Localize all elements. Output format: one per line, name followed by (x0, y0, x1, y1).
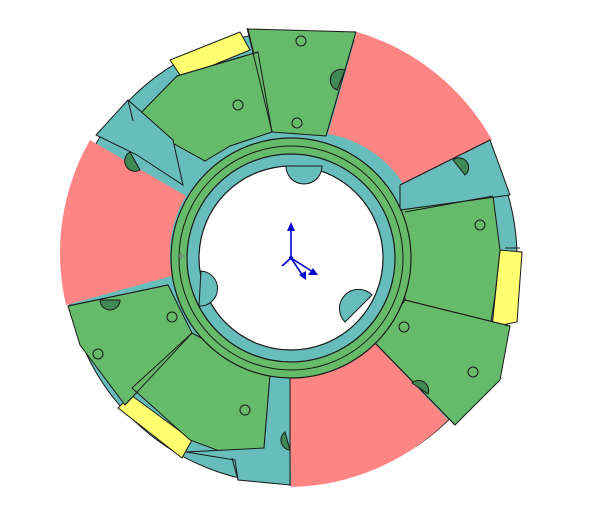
edge-notches (99, 68, 470, 451)
bolt-hole (291, 117, 303, 129)
origin-marker-icon (177, 252, 185, 260)
bolt-hole (295, 35, 307, 47)
bolt-hole (467, 366, 479, 378)
red-sector-top-right[interactable] (328, 32, 492, 185)
bore-keyway-left[interactable] (198, 270, 218, 307)
bolt-hole (92, 348, 104, 360)
segment-boundaries (67, 27, 520, 486)
red-sector-bottom[interactable] (290, 343, 448, 487)
bore-keyway-top[interactable] (285, 165, 323, 185)
bolt-hole (398, 321, 410, 333)
bolt-hole (166, 311, 178, 323)
hub-ring-groove (178, 145, 404, 371)
bore-keyway-bottom-right[interactable] (338, 288, 373, 323)
yellow-band-top[interactable] (169, 31, 251, 79)
bolt-hole (239, 404, 251, 416)
teal-wedge-right[interactable] (399, 139, 511, 211)
bolt-hole (474, 219, 486, 231)
coordinate-triad-icon (281, 222, 318, 280)
bolt-holes[interactable] (92, 35, 486, 416)
red-sector-left[interactable] (60, 140, 186, 305)
bolt-hole (232, 99, 244, 111)
